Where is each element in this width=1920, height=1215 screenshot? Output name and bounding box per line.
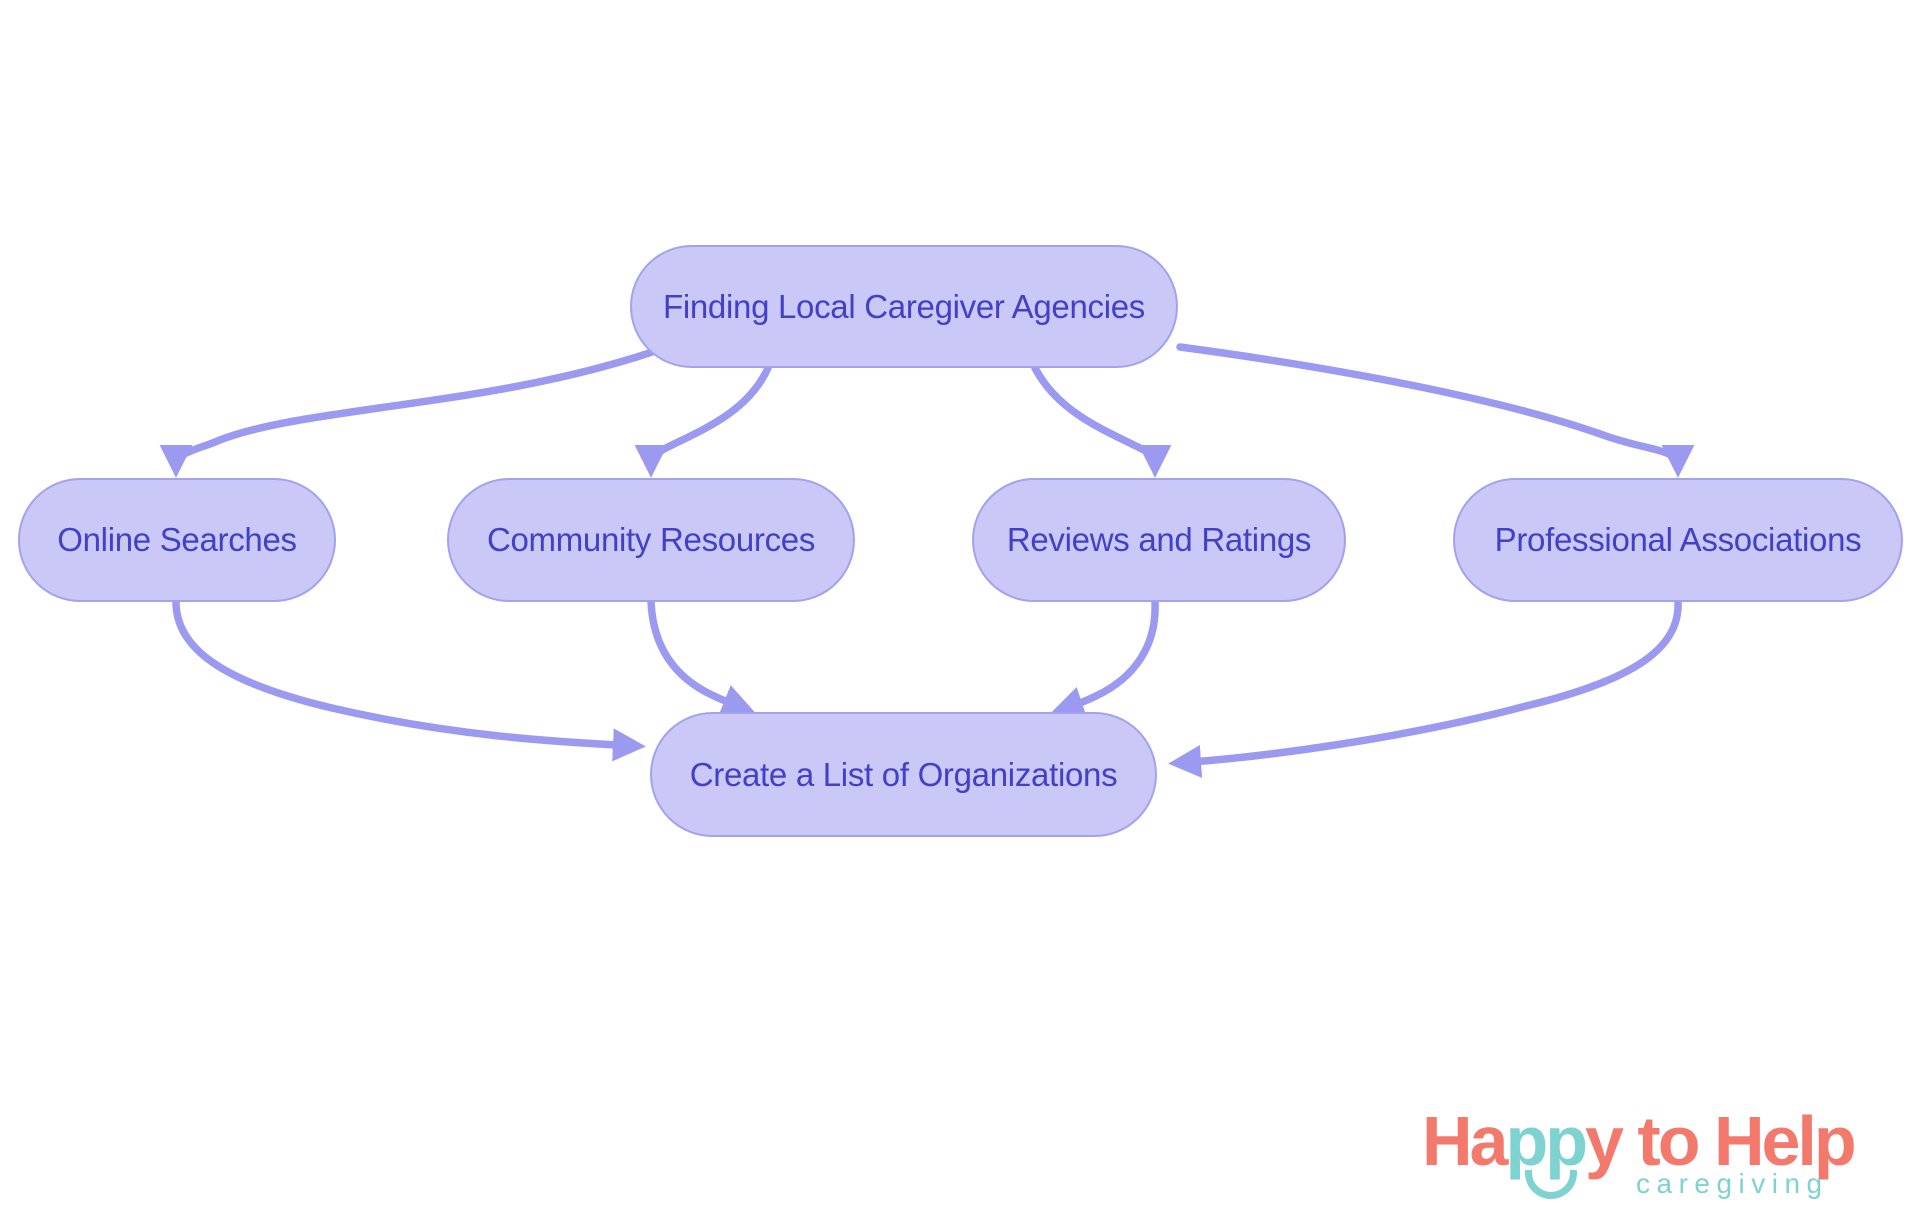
node-online-searches: Online Searches [18,478,336,602]
edge-root-to-online-searches [159,346,662,478]
node-reviews-and-ratings: Reviews and Ratings [972,478,1346,602]
logo-text-y: y [1585,1102,1624,1180]
node-finding-local-caregiver-agencies: Finding Local Caregiver Agencies [630,245,1178,368]
node-label: Finding Local Caregiver Agencies [662,287,1146,325]
node-label: Reviews and Ratings [1006,521,1312,558]
node-label: Create a List of Organizations [689,755,1118,793]
edge-root-to-reviews-and-ratings [1031,364,1172,478]
edge-professional-associations-to-list [1168,598,1682,778]
logo-text-pp: pp [1505,1102,1588,1180]
node-label: Professional Associations [1494,521,1862,558]
logo-text-help: Help [1713,1102,1857,1180]
logo-text-to: to [1637,1102,1700,1180]
happy-to-help-logo: Happy to Help caregiving [1422,1106,1892,1211]
edge-reviews-and-ratings-to-list [1050,598,1159,719]
node-create-a-list-of-organizations: Create a List of Organizations [650,712,1157,837]
logo-tagline: caregiving [1636,1168,1829,1199]
node-community-resources: Community Resources [447,478,855,602]
edge-online-searches-to-list [172,598,646,762]
smile-icon [1525,1170,1577,1199]
node-professional-associations: Professional Associations [1453,478,1903,602]
node-label: Community Resources [486,521,816,558]
edge-root-to-professional-associations [1176,343,1695,478]
edge-community-resources-to-list [647,598,756,716]
node-label: Online Searches [57,521,297,558]
edge-root-to-community-resources [634,364,772,478]
logo-text-ha: Ha [1422,1102,1509,1180]
logo-wordmark: Happy to Help [1422,1106,1857,1176]
